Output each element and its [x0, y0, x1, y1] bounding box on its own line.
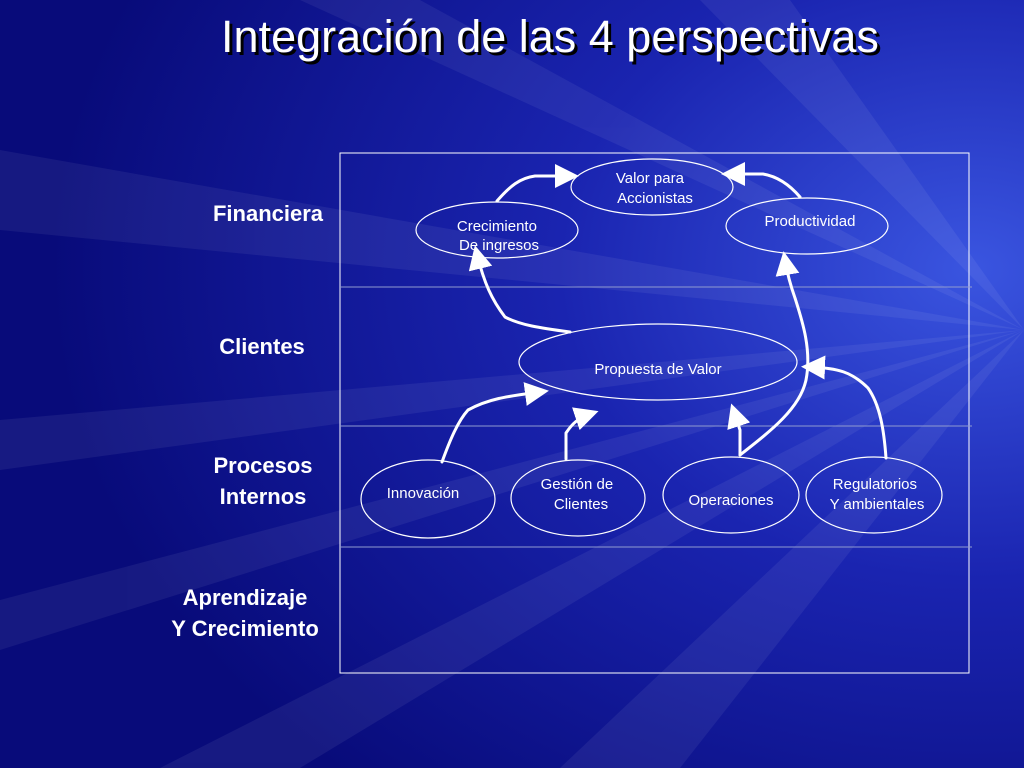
- node-innovacion-line1: Innovación: [387, 485, 460, 502]
- node-gestion-clientes: [510, 459, 646, 537]
- node-productividad: [725, 197, 889, 255]
- node-operaciones: [662, 456, 800, 534]
- label-procesos-internos: Procesos Internos: [183, 450, 343, 512]
- node-gestion-clientes-line1: Gestión de: [541, 476, 614, 493]
- node-crecimiento-ingresos: [415, 201, 579, 259]
- svg-text:Gestión de Clientes: Gestión de Clientes: [541, 476, 618, 513]
- label-aprendizaje-line1: Aprendizaje: [182, 585, 308, 610]
- node-valor-accionistas-line1: Valor para: [616, 170, 685, 187]
- arrow-gestion-to-propuesta: [564, 407, 599, 461]
- label-procesos-line1: Procesos: [213, 453, 313, 478]
- node-valor-accionistas: [570, 158, 734, 216]
- svg-text:Innovación: Innovación: [387, 485, 460, 502]
- node-crecimiento-ingresos-line2: De ingresos: [459, 237, 539, 254]
- arrow-productividad-to-valor: [721, 162, 802, 199]
- svg-text:Crecimiento De ingresos: Crecimiento De ingresos: [457, 218, 541, 254]
- arrow-innovacion-to-propuesta: [440, 382, 549, 464]
- label-procesos-line2: Internos: [219, 484, 307, 509]
- arrow-crecimiento-to-valor: [495, 164, 579, 203]
- label-clientes-text: Clientes: [219, 334, 305, 359]
- arrow-operaciones-to-propuesta: [727, 403, 751, 457]
- arrow-operaciones-to-productividad: [738, 251, 810, 457]
- node-propuesta-valor-line1: Propuesta de Valor: [594, 361, 721, 378]
- node-innovacion: [360, 459, 496, 539]
- node-operaciones-line1: Operaciones: [688, 492, 773, 509]
- node-regulatorios: [805, 456, 943, 534]
- label-aprendizaje-crecimiento: Aprendizaje Y Crecimiento: [150, 582, 340, 644]
- arrow-propuesta-to-crecimiento: [468, 245, 572, 334]
- node-regulatorios-line2: Y ambientales: [830, 496, 925, 513]
- svg-text:Valor para Accionistas: Valor para Accionistas: [616, 170, 693, 207]
- label-clientes: Clientes: [182, 331, 342, 362]
- arrow-regulatorios-to-propuesta: [801, 355, 888, 460]
- node-propuesta-valor: [518, 323, 798, 401]
- svg-text:Regulatorios Y ambientales: Regulatorios Y ambientales: [830, 476, 925, 513]
- node-regulatorios-line1: Regulatorios: [833, 476, 917, 493]
- node-crecimiento-ingresos-line1: Crecimiento: [457, 218, 537, 235]
- node-valor-accionistas-line2: Accionistas: [617, 190, 693, 207]
- slide-title: Integración de las 4 perspectivas: [221, 11, 879, 62]
- diagram-frame: [339, 152, 970, 674]
- node-gestion-clientes-line2: Clientes: [554, 496, 608, 513]
- label-financiera-text: Financiera: [212, 201, 324, 226]
- node-productividad-line1: Productividad: [765, 213, 856, 230]
- svg-text:Productividad: Productividad: [765, 213, 856, 230]
- svg-text:Propuesta de Valor: Propuesta de Valor: [594, 361, 721, 378]
- svg-text:Operaciones: Operaciones: [688, 492, 773, 509]
- label-financiera: Financiera: [188, 198, 348, 229]
- label-aprendizaje-line2: Y Crecimiento: [171, 616, 319, 641]
